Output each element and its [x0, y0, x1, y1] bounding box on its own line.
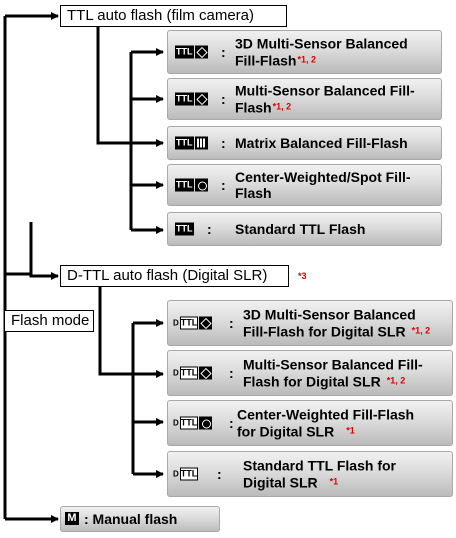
manual-flash-label: : Manual flash	[84, 511, 178, 527]
option-colon: :	[221, 135, 226, 151]
option-label: Matrix Balanced Fill-Flash	[235, 135, 408, 151]
option-footnote: *1	[329, 476, 339, 487]
option-footnote: *1, 2	[386, 375, 406, 386]
ttl-3d-multi-sensor-icon: TTL	[175, 45, 208, 59]
branch-to-dttl	[5, 272, 59, 280]
manual-m-icon: M	[65, 512, 79, 525]
dttl-footnote: *3	[298, 271, 307, 281]
option-colon: :	[221, 177, 226, 193]
root-flash-mode-box: Flash mode	[4, 310, 94, 332]
manual-flash-option: M : Manual flash	[60, 506, 220, 532]
option-label: Standard TTL Flash	[235, 221, 366, 237]
ttl-trunk	[96, 26, 131, 145]
option-label: Multi-Sensor Balanced Fill-Flash for Dig…	[243, 356, 423, 390]
ttl-standard-icon: TTL	[175, 222, 194, 236]
option-footnote: *1, 2	[297, 54, 316, 65]
ttl-multi-sensor-icon: TTL	[175, 92, 208, 106]
option-footnote: *1	[346, 425, 355, 436]
option-label: Multi-Sensor Balanced Fill-Flash*1, 2	[235, 82, 415, 116]
ttl-option-standard: TTL : Standard TTL Flash	[167, 212, 442, 246]
ttl-matrix-icon: TTL	[175, 136, 208, 150]
option-colon: :	[221, 91, 226, 107]
ttl-option-matrix: TTL : Matrix Balanced Fill-Flash	[167, 126, 442, 160]
dttl-trunk	[98, 286, 133, 376]
option-colon: :	[229, 315, 234, 331]
ttl-center-weighted-spot-icon: TTL	[175, 178, 208, 192]
option-colon: :	[229, 415, 234, 431]
ttl-option-multi-sensor: TTL : Multi-Sensor Balanced Fill-Flash*1…	[167, 78, 442, 120]
option-colon: :	[229, 365, 234, 381]
option-footnote: *1, 2	[272, 101, 292, 112]
option-colon: :	[221, 44, 226, 60]
ttl-auto-flash-box: TTL auto flash (film camera)	[60, 5, 287, 27]
option-colon: :	[217, 466, 222, 482]
ttl-option-center-weighted-spot: TTL : Center-Weighted/Spot Fill-Flash	[167, 164, 442, 206]
option-colon: :	[207, 221, 212, 237]
option-label: Center-Weighted/Spot Fill-Flash	[235, 169, 411, 201]
dttl-auto-flash-box: D-TTL auto flash (Digital SLR)	[60, 265, 289, 287]
option-footnote: *1, 2	[411, 325, 431, 336]
